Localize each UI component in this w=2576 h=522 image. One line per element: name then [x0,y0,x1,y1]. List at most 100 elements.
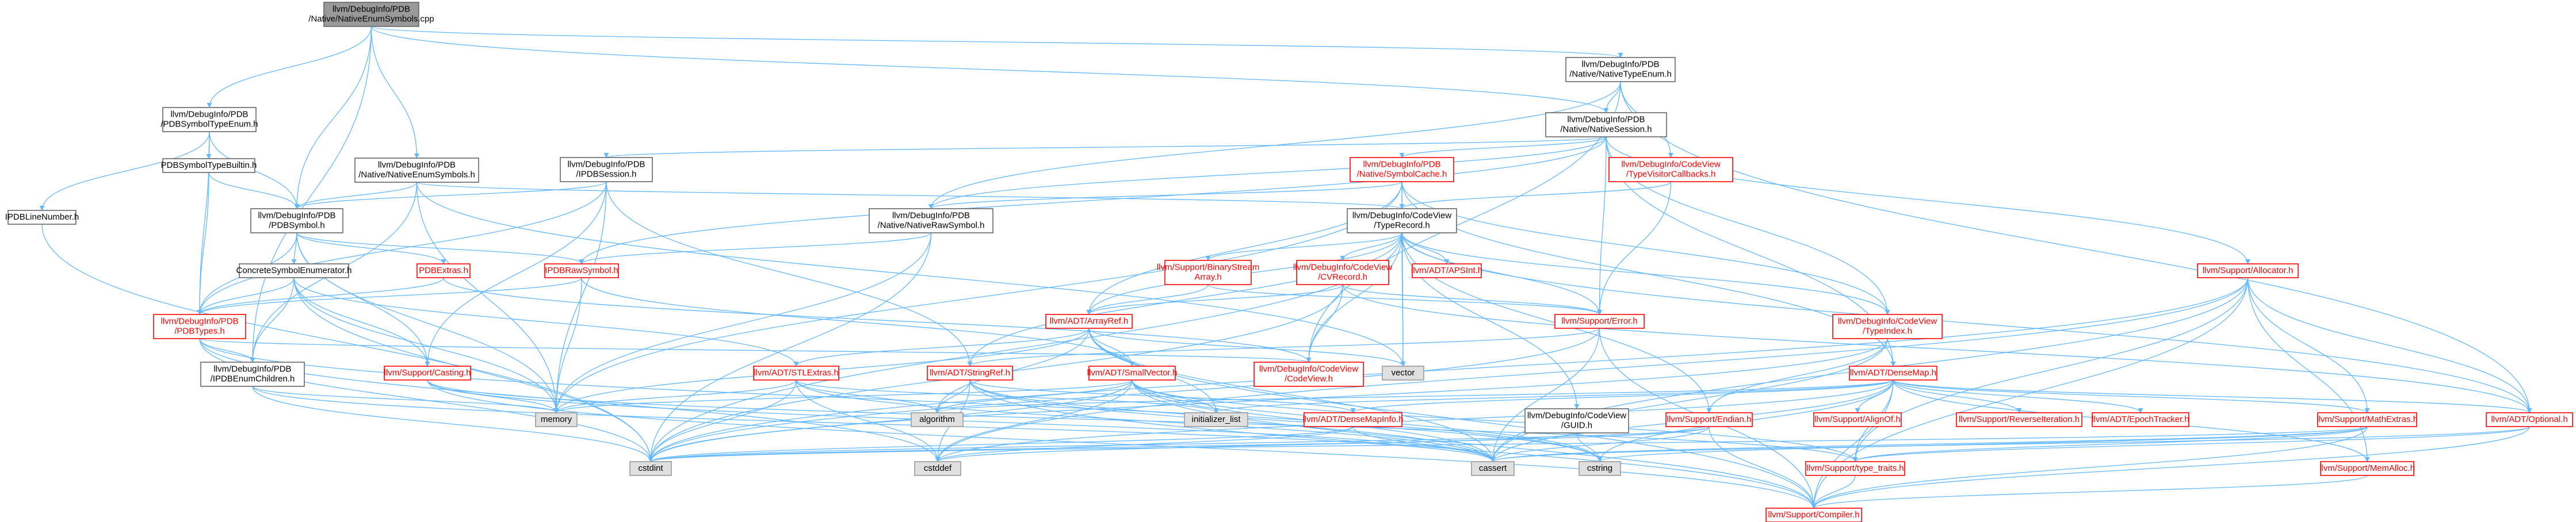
edge-arrayref-to-smallvec [1088,328,1135,367]
edge-stlextras-to-cstddef [796,379,941,462]
edge-densemap-to-initlist [1213,379,1894,413]
edge-root-to-psym [294,26,372,209]
node-label-memory-line-1: memory [541,414,572,424]
node-label-memalloc-line-1: llvm/Support/MemAlloc.h [2319,463,2415,473]
node-label-pstb-line-1: PDBSymbolTypeBuiltin.h [161,160,257,170]
node-box-nte [1565,57,1676,82]
node-pdbtypes[interactable]: llvm/DebugInfo/PDB/PDBTypes.h [153,314,246,339]
node-nnrs[interactable]: llvm/DebugInfo/PDB/Native/NativeRawSymbo… [869,208,993,233]
node-ipdbec[interactable]: llvm/DebugInfo/PDB/IPDBEnumChildren.h [200,362,305,387]
node-psym[interactable]: llvm/DebugInfo/PDB/PDBSymbol.h [250,208,343,233]
edge-stlextras-to-cassert [796,379,1496,462]
edge-memalloc-to-compiler [1811,475,2368,509]
edge-pstb-to-pdbtypes [197,172,209,315]
node-guid[interactable]: llvm/DebugInfo/CodeView/GUID.h [1524,408,1629,433]
node-ns[interactable]: llvm/DebugInfo/PDB/Native/NativeSession.… [1545,112,1667,137]
edge-densemap-to-compiler [1811,379,1894,509]
node-label-typerec-line-2: /TypeRecord.h [1374,220,1430,230]
edge-ns-to-ipdbs [604,136,1607,158]
node-ipdbs[interactable]: llvm/DebugInfo/PDB/IPDBSession.h [560,157,653,182]
node-label-root-line-2: /Native/NativeEnumSymbols.cpp [308,14,434,24]
node-smallvec[interactable]: llvm/ADT/SmallVector.h [1087,366,1178,381]
edge-dmi-to-cstddef [935,426,1354,462]
node-label-cvrec-line-1: llvm/DebugInfo/CodeView [1293,262,1392,272]
node-pstb[interactable]: PDBSymbolTypeBuiltin.h [161,158,257,173]
node-alloc[interactable]: llvm/Support/Allocator.h [2197,263,2299,278]
node-label-alignof-line-1: llvm/Support/AlignOf.h [1814,414,1900,424]
node-cvrec[interactable]: llvm/DebugInfo/CodeView/CVRecord.h [1293,260,1392,285]
node-mathextras[interactable]: llvm/Support/MathExtras.h [2317,412,2418,427]
node-codeview[interactable]: llvm/DebugInfo/CodeView/CodeView.h [1253,362,1364,387]
node-box-ipdbln [7,210,77,225]
node-ipdbln[interactable]: IPDBLineNumber.h [5,210,79,225]
node-typetraits[interactable]: llvm/Support/type_traits.h [1805,461,1905,476]
node-nes[interactable]: llvm/DebugInfo/PDB/Native/NativeEnumSymb… [354,158,479,183]
node-revit[interactable]: llvm/Support/ReverseIteration.h [1956,412,2082,427]
edge-ipdbraw-to-memory [553,277,582,413]
node-box-ipdbs [560,157,653,182]
node-ipdbraw[interactable]: IPDBRawSymbol.h [544,263,619,278]
node-arrayref[interactable]: llvm/ADT/ArrayRef.h [1045,314,1133,329]
edge-optional-to-typetraits [1852,426,2530,462]
node-alignof[interactable]: llvm/Support/AlignOf.h [1813,412,1902,427]
node-epoch[interactable]: llvm/ADT/EpochTracker.h [2092,412,2189,427]
node-stlextras[interactable]: llvm/ADT/STLExtras.h [753,366,839,381]
node-symcache[interactable]: llvm/DebugInfo/PDB/Native/SymbolCache.h [1350,157,1454,182]
edge-ipdbec-to-cstdint [252,386,653,462]
edge-serror-to-stringref [967,328,1600,367]
edge-densemap-to-mathextras [1893,379,2370,413]
node-nte[interactable]: llvm/DebugInfo/PDB/Native/NativeTypeEnum… [1565,57,1676,82]
node-optional[interactable]: llvm/ADT/Optional.h [2486,412,2573,427]
node-densemap[interactable]: llvm/ADT/DenseMap.h [1849,366,1937,381]
edge-symcache-to-nnrs [928,181,1402,209]
edge-stringref-to-cstring [969,379,1603,462]
edge-stlextras-to-cstdint [648,379,797,462]
node-box-serror [1554,314,1645,329]
node-label-stlextras-line-1: llvm/ADT/STLExtras.h [754,368,839,378]
node-casting[interactable]: llvm/Support/Casting.h [384,366,471,381]
node-box-cstdint [629,461,672,476]
node-apsint[interactable]: llvm/ADT/APSInt.h [1411,263,1482,278]
edge-typeindex-to-endian [1706,338,1888,413]
edge-tvcb-to-typerec [1399,181,1672,209]
node-pdbextras[interactable]: PDBExtras.h [416,263,471,278]
edge-casting-to-compiler [427,379,1817,509]
node-label-ipdbec-line-2: /IPDBEnumChildren.h [211,374,295,383]
node-pste[interactable]: llvm/DebugInfo/PDB/PDBSymbolTypeEnum.h [160,107,258,132]
node-cstddef: cstddef [914,461,961,476]
node-root[interactable]: llvm/DebugInfo/PDB/Native/NativeEnumSymb… [308,2,434,27]
edge-smallvec-to-initlist [1132,379,1219,413]
nodes-layer: llvm/DebugInfo/PDB/Native/NativeEnumSymb… [5,2,2573,522]
node-box-typerec [1347,208,1457,233]
node-memalloc[interactable]: llvm/Support/MemAlloc.h [2319,461,2415,476]
node-stringref[interactable]: llvm/ADT/StringRef.h [927,366,1013,381]
node-box-cassert [1471,461,1515,476]
edge-symcache-to-arrayref [1086,181,1402,315]
edge-alloc-to-memalloc [2247,277,2370,462]
node-typerec[interactable]: llvm/DebugInfo/CodeView/TypeRecord.h [1347,208,1457,233]
node-label-revit-line-1: llvm/Support/ReverseIteration.h [1959,414,2080,424]
node-box-cstring [1579,461,1621,476]
node-label-tvcb-line-2: /TypeVisitorCallbacks.h [1626,169,1716,179]
edge-pdbextras-to-codeview [443,277,1312,363]
node-memory: memory [535,412,578,427]
node-endian[interactable]: llvm/Support/Endian.h [1665,412,1753,427]
edge-dmi-to-cassert [1352,426,1496,462]
edge-bsa-to-arrayref [1086,284,1209,315]
edge-tvcb-to-serror [1596,181,1672,315]
node-cse[interactable]: ConcreteSymbolEnumerator.h [236,263,352,278]
node-typeindex[interactable]: llvm/DebugInfo/CodeView/TypeIndex.h [1832,314,1943,339]
node-box-codeview [1253,362,1364,387]
node-tvcb[interactable]: llvm/DebugInfo/CodeView/TypeVisitorCallb… [1608,157,1733,182]
node-box-root [323,2,419,27]
node-label-ns-line-2: /Native/NativeSession.h [1560,124,1652,134]
node-box-ipdbec [200,362,305,387]
edge-optional-to-cassert [1490,426,2530,462]
node-serror[interactable]: llvm/Support/Error.h [1554,314,1645,329]
edge-typerec-to-cvrec [1340,232,1402,261]
node-compiler[interactable]: llvm/Support/Compiler.h [1765,508,1862,522]
node-dmi[interactable]: llvm/ADT/DenseMapInfo.h [1302,412,1404,427]
edge-bsa-to-serror [1207,284,1602,315]
edge-nte-to-ns [1603,81,1621,113]
